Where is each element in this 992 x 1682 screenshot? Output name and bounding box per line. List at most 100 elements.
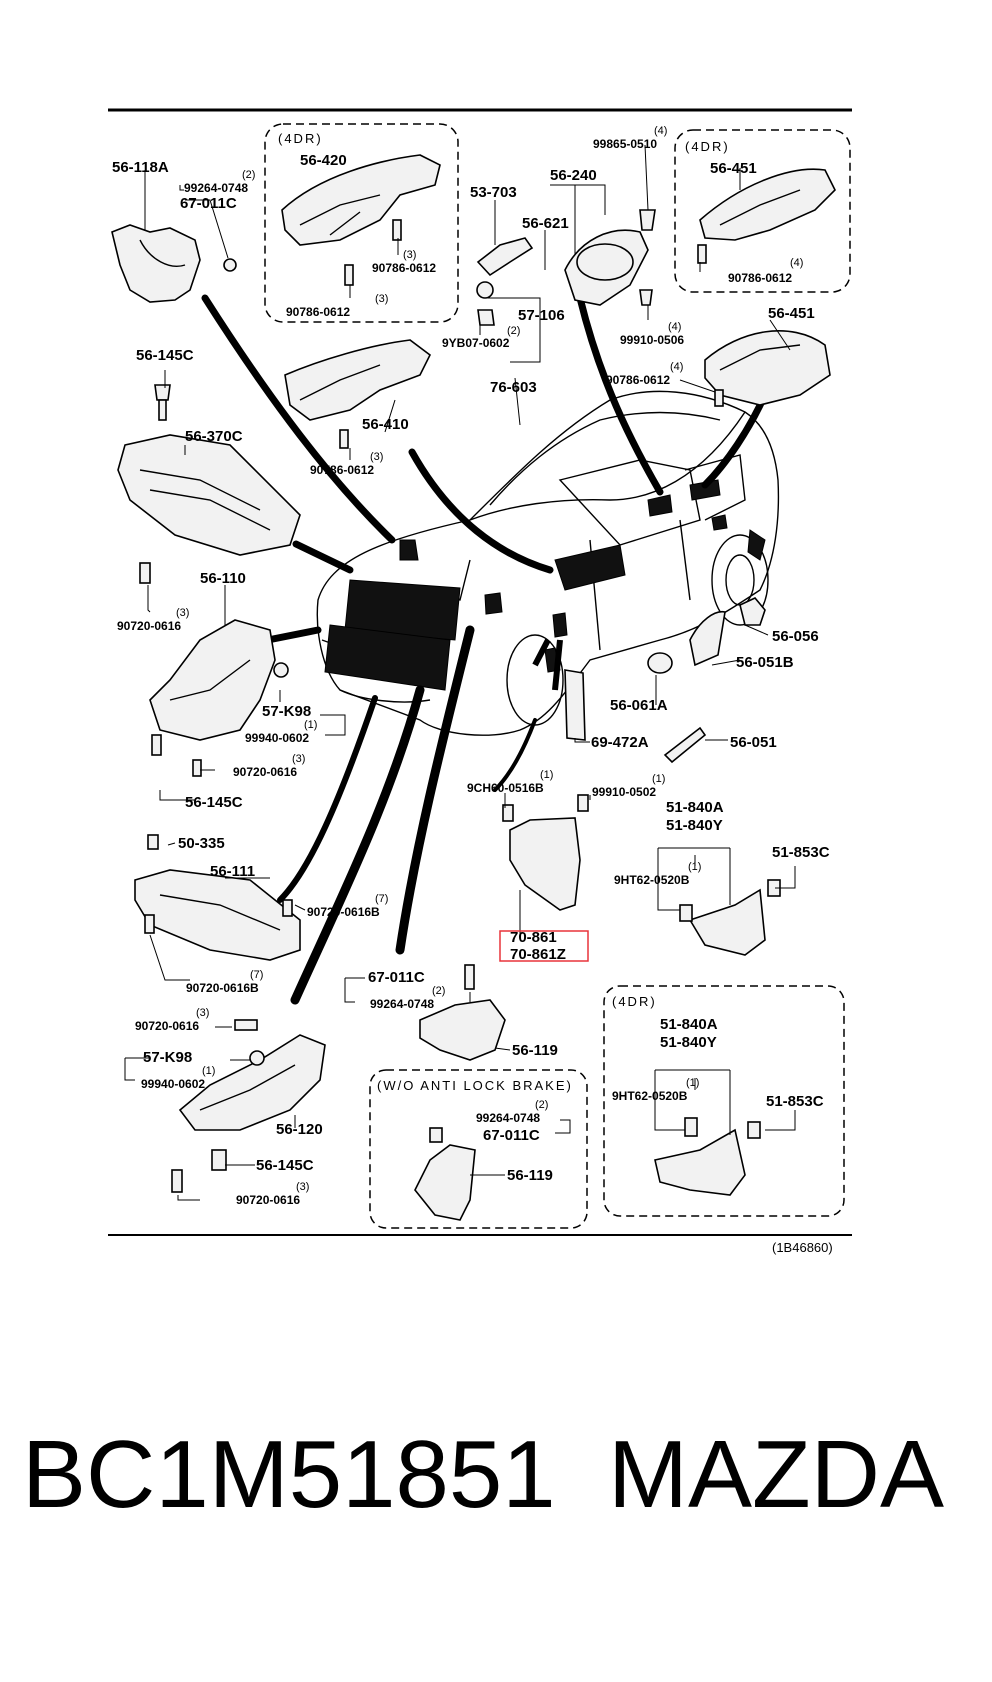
label-51-853C-b: 51-853C (766, 1093, 824, 1110)
label-99940-b: 99940-0602 (141, 1077, 205, 1091)
label-70-861Z: 70-861Z (510, 946, 566, 963)
label-76-603: 76-603 (490, 379, 537, 396)
label-51-840A-b: 51-840A (660, 1016, 718, 1033)
label-99940-a: 99940-0602 (245, 731, 309, 745)
qty-99865: (4) (654, 125, 667, 137)
part-labels: 56-118A (2) 99264-0748 67-011C (4DR) 56-… (112, 125, 830, 1207)
qty-9HT62-a: (1) (688, 861, 701, 873)
label-56-240: 56-240 (550, 167, 597, 184)
label-57-106: 57-106 (518, 307, 565, 324)
label-90786-a: 90786-0612 (372, 261, 436, 275)
part-53-703 (476, 237, 534, 326)
qty-99264-b: (2) (432, 985, 445, 997)
part-56-410 (284, 339, 432, 449)
group-box-wo-anti-lock-brake (369, 1069, 588, 1229)
label-56-621: 56-621 (522, 215, 569, 232)
label-57-K98-b: 57-K98 (143, 1049, 192, 1066)
header-4dr-a: (4DR) (278, 131, 323, 146)
label-53-703: 53-703 (470, 184, 517, 201)
qty-99264-c: (2) (535, 1099, 548, 1111)
label-57-K98-a: 57-K98 (262, 703, 311, 720)
label-90720-a: 90720-0616 (117, 619, 181, 633)
label-9HT62-a: 9HT62-0520B (614, 873, 690, 887)
group-box-4dr-rear-insulator (674, 129, 851, 293)
label-51-840A-a: 51-840A (666, 799, 724, 816)
qty-90720-b: (3) (292, 753, 305, 765)
part-56-420 (281, 154, 441, 286)
label-56-451-a: 56-451 (710, 160, 757, 177)
label-90786-c: 90786-0612 (728, 271, 792, 285)
part-56-051B (689, 611, 726, 667)
part-mud-flap-rear (679, 879, 781, 956)
qty-90786-c: (4) (790, 257, 803, 269)
part-56-051-mud-guard (564, 669, 586, 741)
car-part-location-markers (324, 479, 766, 691)
label-90786-e: 90786-0612 (310, 463, 374, 477)
label-51-853C-a: 51-853C (772, 844, 830, 861)
qty-9CH60: (1) (540, 769, 553, 781)
label-56-451-b: 56-451 (768, 305, 815, 322)
qty-90786-b: (3) (375, 293, 388, 305)
qty-9HT62-b: (1) (686, 1077, 699, 1089)
part-56-110 (139, 562, 289, 777)
label-56-051: 56-051 (730, 734, 777, 751)
header-4dr-c: (4DR) (612, 994, 657, 1009)
qty-90786-e: (3) (370, 451, 383, 463)
label-9CH60: 9CH60-0516B (467, 781, 544, 795)
part-56-119-wo-abs (414, 1127, 476, 1221)
label-56-056: 56-056 (772, 628, 819, 645)
label-90720-c: 90720-0616B (307, 905, 380, 919)
label-9HT62-b: 9HT62-0520B (612, 1089, 688, 1103)
qty-90720-f: (3) (296, 1181, 309, 1193)
label-99910-a: 99910-0506 (620, 333, 684, 347)
label-90720-f: 90720-0616 (236, 1193, 300, 1207)
header-4dr-b: (4DR) (685, 139, 730, 154)
part-56-119 (419, 964, 506, 1061)
header-wo-anti-lock-brake: (W/O ANTI LOCK BRAKE) (377, 1078, 573, 1093)
group-box-4dr-heat-insulator (264, 123, 459, 323)
label-56-145C-b: 56-145C (185, 794, 243, 811)
qty-9YB07: (2) (507, 325, 520, 337)
part-mud-flap-4dr (654, 1117, 761, 1196)
part-56-240 (564, 209, 656, 306)
label-56-119-a: 56-119 (512, 1042, 558, 1059)
label-56-420: 56-420 (300, 152, 347, 169)
label-90786-d: 90786-0612 (606, 373, 670, 387)
label-70-861: 70-861 (510, 929, 557, 946)
label-69-472A: 69-472A (591, 734, 649, 751)
label-56-119-b: 56-119 (507, 1167, 553, 1184)
part-56-061A (647, 652, 673, 674)
label-90720-e: 90720-0616 (135, 1019, 199, 1033)
label-99264-c: 99264-0748 (476, 1111, 540, 1125)
part-56-051-side-strip (663, 726, 707, 764)
label-56-051B: 56-051B (736, 654, 794, 671)
part-56-111 (134, 834, 301, 961)
qty-99940-a: (1) (304, 719, 317, 731)
label-67-011C-a: 67-011C (180, 195, 237, 212)
qty-90720-e: (3) (196, 1007, 209, 1019)
label-9YB07: 9YB07-0602 (442, 336, 510, 350)
label-99865: 99865-0510 (593, 137, 657, 151)
qty-90786-d: (4) (670, 361, 683, 373)
part-56-120 (171, 1019, 326, 1193)
label-50-335: 50-335 (178, 835, 225, 852)
part-number: BC1M51851 (22, 1421, 556, 1528)
highlight-box-70-861 (499, 930, 589, 962)
reference-code: (1B46860) (772, 1240, 833, 1255)
label-56-145C-a: 56-145C (136, 347, 194, 364)
label-99264-a: 99264-0748 (184, 181, 248, 195)
label-90720-d: 90720-0616B (186, 981, 259, 995)
part-56-370C (117, 434, 301, 556)
label-51-840Y-b: 51-840Y (660, 1034, 717, 1051)
qty-90720-c: (7) (375, 893, 388, 905)
leader-arrows (201, 294, 772, 1005)
part-56-056 (739, 597, 766, 626)
label-99910-b: 99910-0502 (592, 785, 656, 799)
product-footer: BC1M51851 MAZDA (0, 1400, 992, 1550)
brand-name: MAZDA (608, 1421, 944, 1528)
qty-90720-a: (3) (176, 607, 189, 619)
label-56-111: 56-111 (210, 863, 255, 880)
label-56-061A: 56-061A (610, 697, 668, 714)
part-56-451 (704, 330, 831, 407)
